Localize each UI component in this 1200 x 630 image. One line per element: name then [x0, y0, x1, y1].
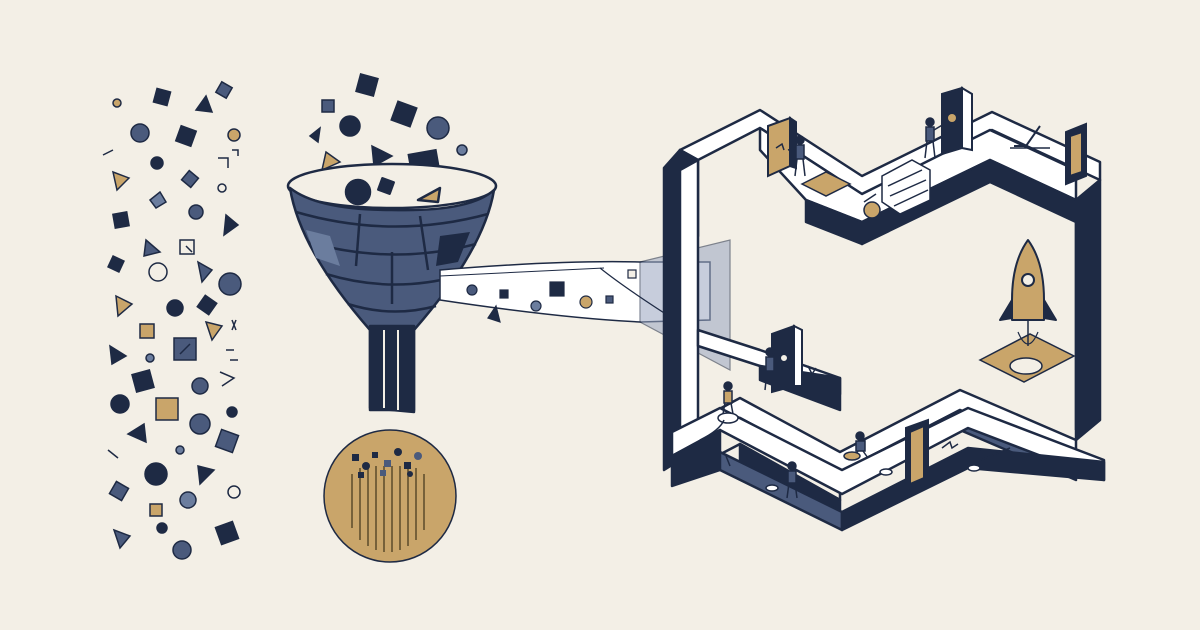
door-icon	[767, 86, 1087, 494]
stairs	[881, 159, 931, 215]
output-pool	[323, 429, 457, 563]
gold-tiles	[800, 171, 1076, 383]
funnel-icon	[286, 162, 498, 414]
rocket-icon	[999, 239, 1057, 346]
path-markers	[699, 125, 1050, 492]
scattered-data-shapes	[102, 80, 242, 560]
person-icon	[722, 117, 945, 499]
